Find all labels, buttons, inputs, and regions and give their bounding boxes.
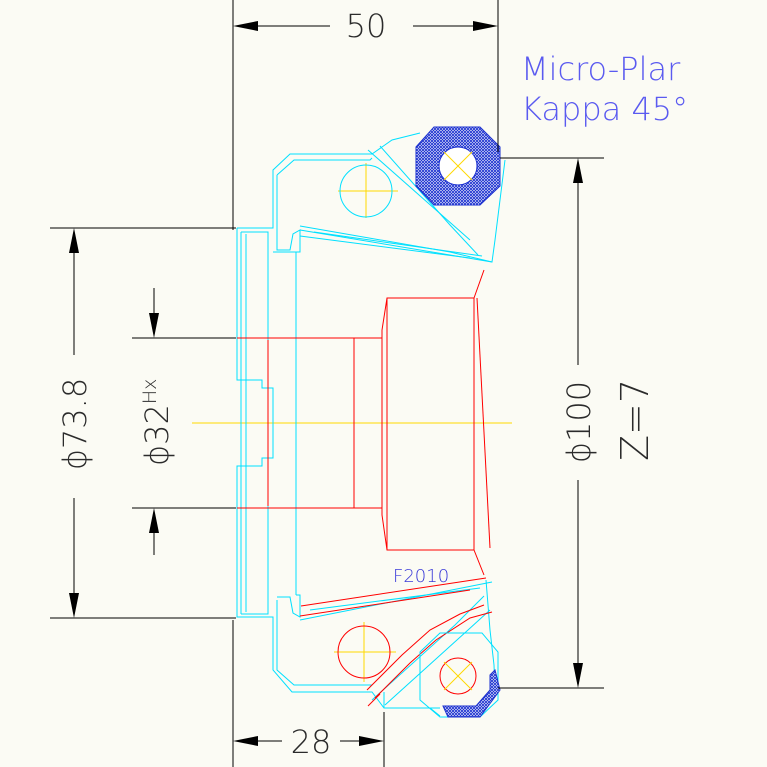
- cutting-insert-bottom: [419, 632, 501, 718]
- dimension-width: 50: [232, 0, 499, 230]
- bore-outline: [237, 269, 493, 707]
- dimension-bore: ϕ32Hx: [132, 288, 236, 555]
- bore-diameter-label: ϕ32Hx: [138, 379, 176, 466]
- center-lines: [192, 163, 512, 682]
- width-dimension-label: 50: [346, 7, 387, 45]
- cutting-insert-top: [415, 126, 501, 206]
- inner-diameter-label: ϕ73.8: [56, 378, 94, 470]
- outer-diameter-label: ϕ100: [560, 381, 598, 463]
- tool-title: Micro-Plar Kappa 45°: [521, 50, 688, 128]
- cutter-body-outline: [236, 132, 506, 717]
- tool-title-line1: Micro-Plar: [521, 50, 681, 88]
- tool-title-line2: Kappa 45°: [521, 90, 688, 128]
- dimension-bore-depth: 28: [232, 620, 385, 767]
- bore-diameter-value: ϕ32: [138, 404, 176, 466]
- dimension-outer-diameter: ϕ100 Z=7: [498, 157, 657, 689]
- teeth-count-label: Z=7: [613, 379, 657, 461]
- bore-depth-dimension-label: 28: [291, 723, 332, 761]
- part-code-label: F2010: [393, 566, 449, 587]
- dimension-inner-diameter: ϕ73.8: [50, 227, 236, 619]
- bore-fit-label: Hx: [139, 379, 161, 405]
